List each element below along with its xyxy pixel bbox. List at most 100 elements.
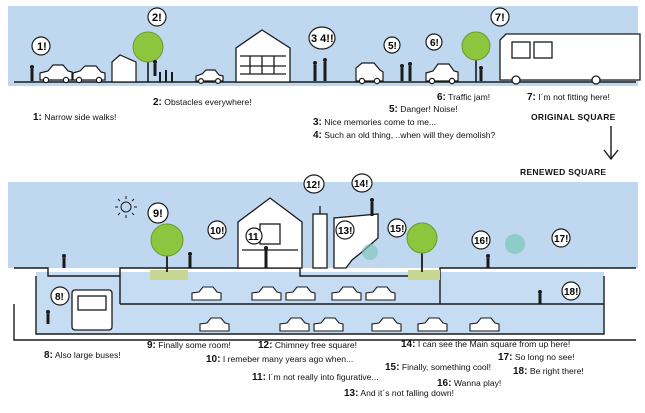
grass-patch (150, 270, 188, 280)
original-square-scene: 1! 2! 3 4!! 5! 6! 7! (8, 6, 641, 86)
transition-arrow (603, 126, 619, 161)
caption-16: 16: Wanna play! (437, 378, 501, 389)
speech-bubble-13: 13! (335, 220, 355, 240)
caption-number: 7: (527, 92, 536, 103)
caption-number: 18: (513, 366, 528, 377)
caption-text: Danger! Noise! (400, 104, 458, 114)
speech-bubble-15: 15! (387, 218, 407, 238)
bubble-label: 13! (338, 226, 352, 237)
speech-bubble-3-4: 3 4!! (308, 26, 336, 50)
caption-text: And it´s not falling down! (360, 388, 455, 398)
bubble-label: 6! (430, 38, 439, 49)
people (30, 58, 483, 81)
water-blob (362, 244, 378, 260)
speech-bubble-6: 6! (425, 33, 443, 51)
bubble-label: 9! (153, 208, 163, 220)
caption-18: 18: Be right there! (513, 366, 584, 377)
caption-number: 11: (252, 372, 266, 383)
caption-text: I´m not fitting here! (538, 92, 610, 102)
tree (150, 223, 184, 272)
caption-number: 6: (437, 92, 446, 103)
caption-1: 1: Narrow side walks! (33, 112, 116, 123)
caption-text: Be right there! (529, 366, 584, 376)
water-blob (505, 234, 525, 254)
caption-number: 13: (344, 388, 359, 399)
caption-2: 2: Obstacles everywhere! (153, 97, 252, 108)
speech-bubble-10: 10! (207, 220, 227, 240)
bubble-label: 2! (152, 12, 162, 24)
speech-bubble-16: 16! (471, 230, 491, 250)
original-square-heading: ORIGINAL SQUARE (531, 112, 616, 122)
caption-text: I´m not really into figurative... (268, 372, 379, 382)
car (72, 65, 106, 84)
bubble-label: 1! (37, 41, 47, 53)
old-building (235, 29, 291, 83)
caption-text: Narrow side walks! (44, 112, 117, 122)
caption-17: 17: So long no see! (498, 352, 575, 363)
caption-text: Such an old thing, ..when will they demo… (324, 130, 496, 140)
caption-number: 3: (313, 117, 322, 128)
caption-text: I remeber many years ago when... (222, 354, 354, 364)
bubble-label: 7! (495, 12, 505, 24)
speech-bubble-18: 18! (561, 281, 581, 301)
speech-bubble-2: 2! (147, 7, 167, 27)
caption-number: 10: (206, 354, 221, 365)
renewed-building (237, 197, 303, 269)
car (195, 69, 224, 84)
bubble-label: 12! (306, 180, 320, 191)
caption-number: 17: (498, 352, 513, 363)
caption-text: Finally some room! (158, 340, 231, 350)
caption-number: 9: (147, 340, 156, 351)
structure-lines (13, 267, 636, 341)
caption-text: I can see the Main square from up here! (417, 339, 571, 349)
caption-text: Nice memories come to me... (324, 117, 437, 127)
chimney-tower (312, 206, 328, 269)
caption-15: 15: Finally, something cool! (385, 362, 491, 373)
caption-8: 8: Also large buses! (44, 350, 121, 361)
parked-cars (191, 286, 500, 332)
car (425, 63, 459, 85)
speech-bubble-12: 12! (303, 174, 325, 194)
speech-bubble-1: 1! (31, 36, 51, 56)
caption-text: Finally, something cool! (401, 362, 492, 372)
caption-text: Wanna play! (453, 378, 502, 388)
speech-bubble-7: 7! (490, 7, 510, 27)
bubble-label: 14! (354, 179, 368, 190)
caption-number: 8: (44, 350, 53, 361)
grass-patch (408, 270, 440, 280)
kiosk (111, 54, 137, 83)
caption-10: 10: I remeber many years ago when... (206, 354, 353, 365)
caption-13: 13: And it´s not falling down! (344, 388, 454, 399)
bubble-label: 5! (388, 41, 397, 52)
caption-3: 3: Nice memories come to me... (313, 117, 436, 128)
renewed-square-scene: 8! 9! 10! 11 12! 13! 14! 15! (8, 173, 638, 341)
bus (499, 33, 641, 85)
speech-bubble-11: 11 (245, 227, 263, 245)
bubble-label: 11 (248, 232, 259, 243)
bubble-label: 10! (210, 226, 224, 237)
tree (461, 31, 491, 82)
caption-4: 4: Such an old thing, ..when will they d… (313, 130, 495, 141)
bus (71, 289, 113, 331)
caption-number: 1: (33, 112, 42, 123)
caption-number: 5: (389, 104, 398, 115)
caption-7: 7: I´m not fitting here! (527, 92, 610, 103)
car (39, 64, 73, 84)
caption-number: 14: (401, 339, 416, 350)
speech-bubble-8: 8! (50, 286, 70, 306)
caption-number: 12: (258, 340, 273, 351)
caption-6: 6: Traffic jam! (437, 92, 490, 103)
renewed-square-heading: RENEWED SQUARE (520, 167, 607, 177)
speech-bubble-5: 5! (383, 36, 401, 54)
sun-icon (115, 196, 137, 218)
people (46, 198, 542, 324)
bubble-label: 15! (390, 224, 404, 235)
caption-text: Chimney free square! (274, 340, 358, 350)
bubble-label: 8! (55, 292, 64, 303)
caption-9: 9: Finally some room! (147, 340, 231, 351)
caption-text: Also large buses! (54, 350, 121, 360)
tree (132, 31, 164, 82)
speech-bubble-14: 14! (351, 173, 373, 193)
caption-number: 15: (385, 362, 400, 373)
